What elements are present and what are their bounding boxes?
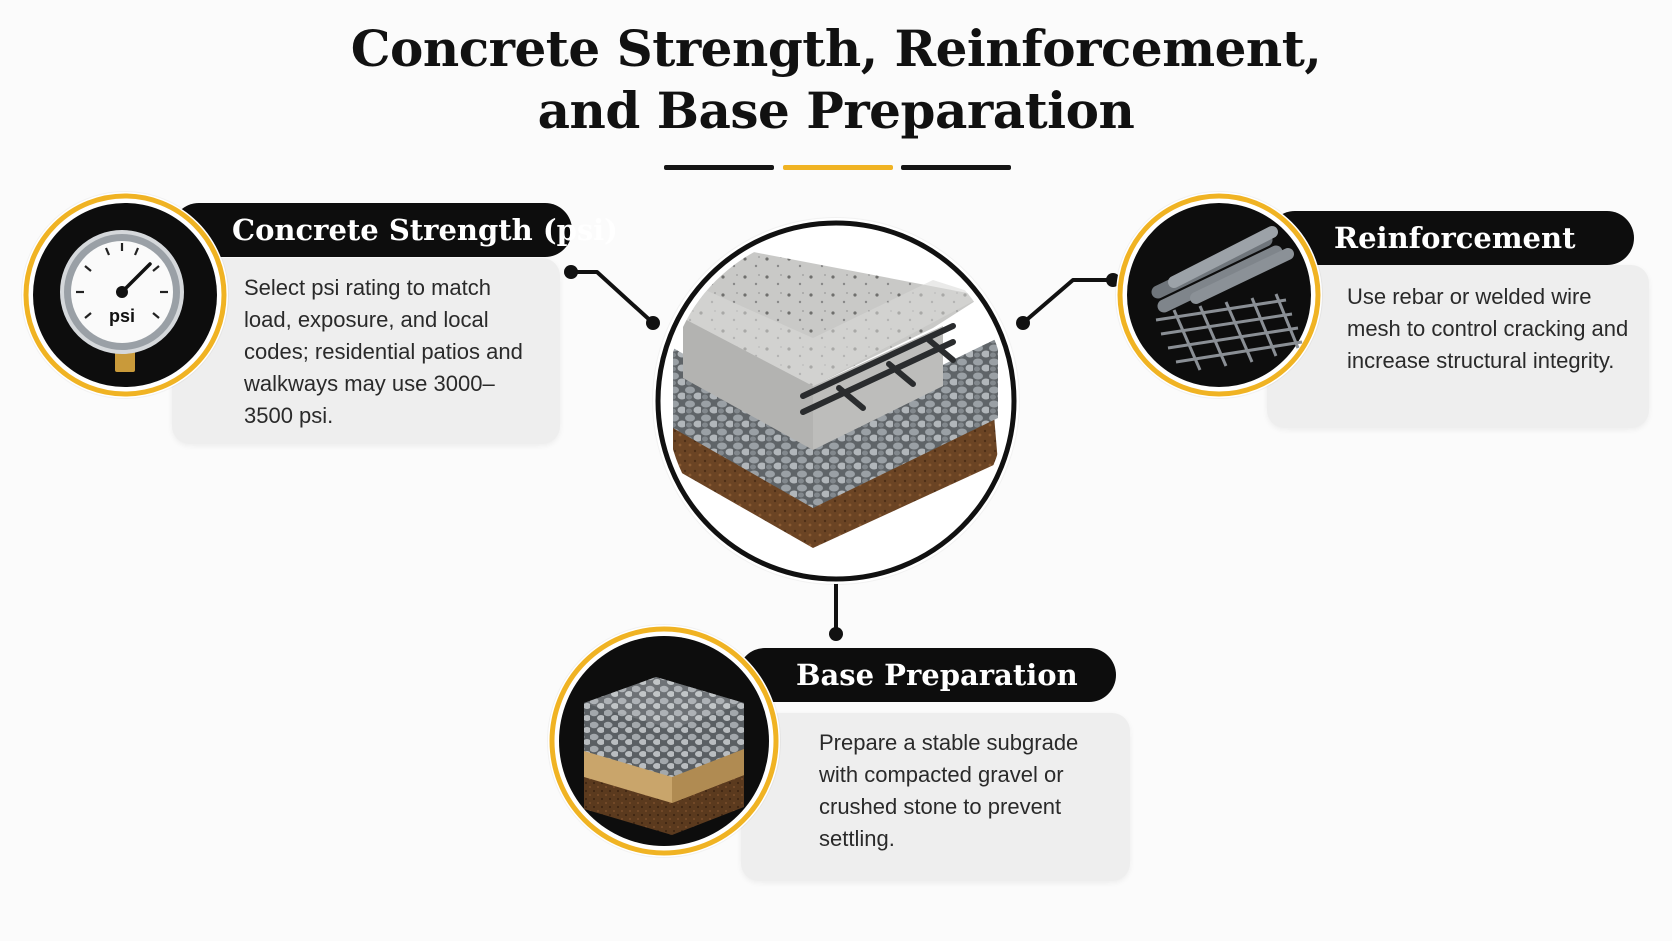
rebar-mesh-icon [1117, 193, 1321, 397]
center-slab-ring [653, 218, 1019, 584]
strength-icon-ring: psi [22, 192, 228, 398]
strength-heading: Concrete Strength (psi) [232, 213, 618, 247]
base-description: Prepare a stable subgrade with compacted… [819, 730, 1079, 851]
strength-description: Select psi rating to match load, exposur… [244, 275, 523, 428]
base-description-card: Prepare a stable subgrade with compacted… [741, 713, 1130, 881]
reinforcement-icon-ring [1116, 192, 1322, 398]
reinforcement-heading-pill: Reinforcement [1268, 211, 1634, 265]
title-divider-right [901, 165, 1011, 170]
title-line-1: Concrete Strength, Reinforcement, [350, 19, 1322, 78]
title-divider-left [664, 165, 774, 170]
title-line-2: and Base Preparation [537, 81, 1135, 140]
reinforcement-description: Use rebar or welded wire mesh to control… [1347, 284, 1629, 373]
reinforcement-description-card: Use rebar or welded wire mesh to control… [1267, 265, 1649, 428]
slab-cross-section-icon [655, 220, 1017, 582]
title-divider-center [783, 165, 893, 170]
base-heading-pill: Base Preparation [738, 648, 1116, 702]
gauge-psi-label: psi [109, 306, 135, 326]
gravel-layers-icon [549, 626, 779, 856]
pressure-gauge-icon: psi [23, 193, 227, 397]
base-heading: Base Preparation [796, 658, 1078, 692]
page-title: Concrete Strength, Reinforcement, and Ba… [0, 18, 1672, 142]
strength-heading-pill: Concrete Strength (psi) [172, 203, 618, 257]
strength-description-card: Select psi rating to match load, exposur… [172, 258, 560, 444]
base-icon-ring [548, 625, 780, 857]
reinforcement-heading: Reinforcement [1334, 221, 1576, 255]
